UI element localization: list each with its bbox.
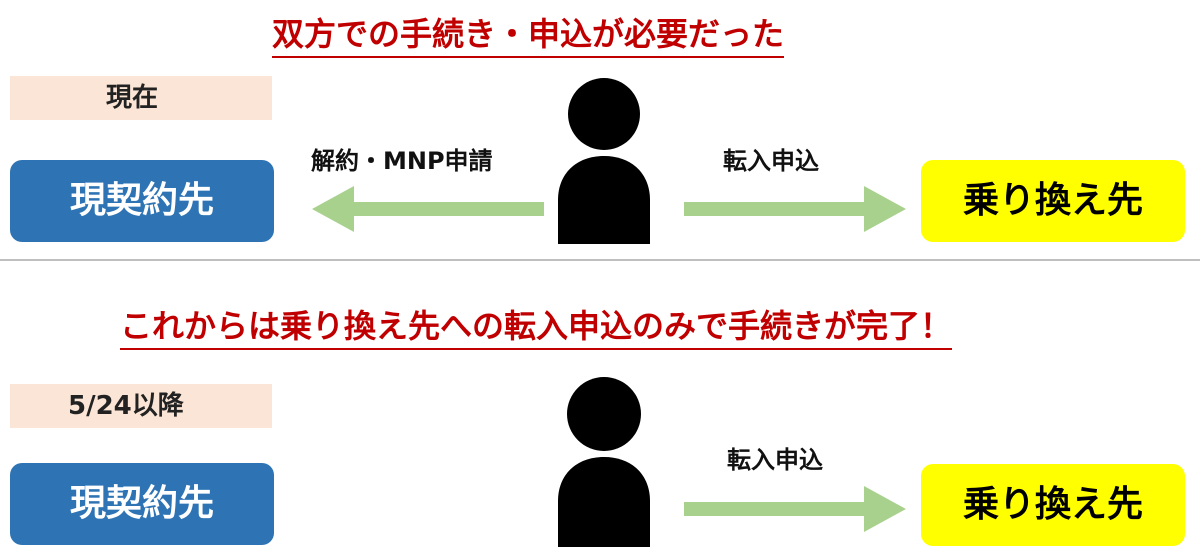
person-silhouette-icon [558, 78, 650, 244]
person-silhouette-icon [558, 377, 650, 547]
arrow-right-icon [684, 186, 906, 232]
bottom-current-carrier-box: 現契約先 [10, 463, 274, 545]
top-period-label: 現在 [10, 76, 272, 120]
top-new-carrier-box: 乗り換え先 [921, 160, 1185, 242]
top-current-carrier-box: 現契約先 [10, 160, 274, 242]
arrow-left-icon [312, 186, 544, 232]
top-transfer-label: 転入申込 [723, 147, 819, 175]
section-divider [0, 259, 1200, 261]
bottom-period-label: 5/24以降 [10, 384, 272, 428]
top-cancel-mnp-label: 解約・MNP申請 [311, 147, 493, 175]
top-headline: 双方での手続き・申込が必要だった [272, 14, 785, 58]
bottom-headline: これからは乗り換え先への転入申込のみで手続きが完了！ [120, 306, 953, 350]
bottom-transfer-label: 転入申込 [727, 446, 823, 474]
bottom-new-carrier-box: 乗り換え先 [921, 464, 1185, 546]
arrow-right-icon [684, 486, 906, 532]
